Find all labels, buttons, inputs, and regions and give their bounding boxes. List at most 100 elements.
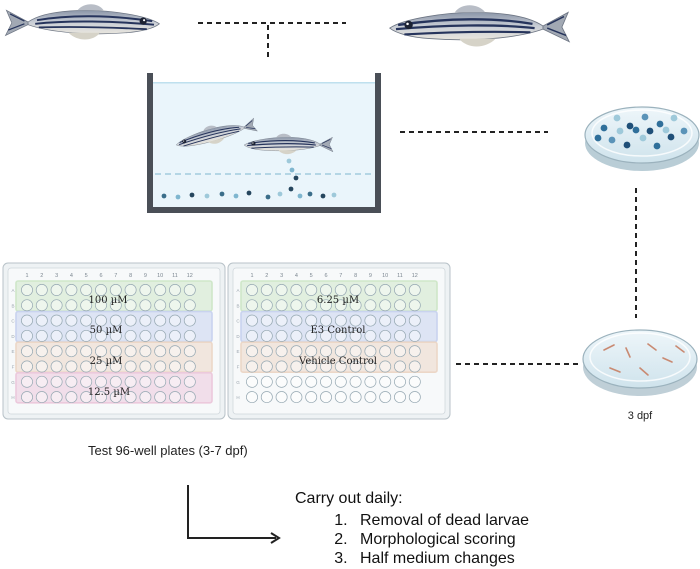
well <box>379 375 392 388</box>
well <box>124 329 137 342</box>
well <box>154 314 167 327</box>
embryo <box>639 134 647 142</box>
well <box>21 284 33 296</box>
well <box>35 391 48 404</box>
well <box>305 391 318 404</box>
row-letter: B <box>236 303 239 308</box>
well <box>334 284 347 296</box>
well <box>394 299 406 312</box>
egg <box>277 191 283 197</box>
egg <box>286 158 292 164</box>
well <box>154 345 167 358</box>
well <box>50 391 63 404</box>
well <box>109 299 122 312</box>
well <box>50 345 63 358</box>
well <box>65 314 78 327</box>
group-label: Vehicle Control <box>299 356 377 367</box>
well <box>95 345 107 358</box>
well <box>290 391 303 404</box>
well <box>320 391 332 404</box>
well <box>246 284 258 296</box>
column-number: 4 <box>70 273 73 279</box>
well <box>154 391 167 404</box>
embryo <box>626 122 634 130</box>
well <box>124 314 137 327</box>
well <box>290 284 303 296</box>
well <box>408 360 421 373</box>
well <box>364 284 377 296</box>
well <box>183 329 196 342</box>
petri-dish-larvae <box>582 329 698 396</box>
well <box>290 345 303 358</box>
well <box>246 345 258 358</box>
column-number: 2 <box>265 273 268 279</box>
well <box>408 391 421 404</box>
well <box>80 375 93 388</box>
row-letter: H <box>236 395 239 400</box>
row-letter: E <box>11 349 14 354</box>
well <box>334 375 347 388</box>
column-number: 11 <box>172 273 178 279</box>
well <box>260 299 273 312</box>
well <box>50 284 63 296</box>
well <box>124 375 137 388</box>
well <box>80 391 93 404</box>
column-number: 3 <box>55 273 58 279</box>
well <box>364 345 377 358</box>
egg <box>189 192 195 198</box>
well <box>290 360 303 373</box>
well <box>109 360 122 373</box>
well <box>305 375 318 388</box>
well <box>50 360 63 373</box>
well <box>260 284 273 296</box>
well <box>260 391 273 404</box>
row-letter: D <box>236 334 240 339</box>
well <box>408 299 421 312</box>
well <box>183 299 196 312</box>
well <box>183 391 196 404</box>
egg <box>293 175 299 181</box>
well <box>154 284 167 296</box>
group-label: 6.25 µM <box>316 295 360 306</box>
well <box>50 314 63 327</box>
well <box>394 375 406 388</box>
well <box>21 375 33 388</box>
well <box>183 314 196 327</box>
embryo <box>594 134 602 142</box>
well <box>80 284 93 296</box>
well <box>320 299 332 312</box>
well <box>169 314 181 327</box>
daily-steps-list: Removal of dead larvae Morphological sco… <box>322 511 529 568</box>
column-number: 4 <box>295 273 298 279</box>
embryo <box>670 114 678 122</box>
well <box>139 329 152 342</box>
row-letter: E <box>236 349 239 354</box>
well <box>305 314 318 327</box>
well <box>334 329 347 342</box>
fertilized-eggs <box>161 158 337 200</box>
well <box>65 284 78 296</box>
well <box>364 391 377 404</box>
well <box>349 360 362 373</box>
well <box>290 375 303 388</box>
embryo <box>600 124 608 132</box>
well <box>35 314 48 327</box>
egg <box>297 193 303 199</box>
well <box>408 345 421 358</box>
dish-caption: 3 dpf <box>627 410 653 422</box>
well <box>154 360 167 373</box>
well <box>275 360 288 373</box>
well <box>379 329 392 342</box>
well <box>95 329 107 342</box>
treatment-group <box>240 341 438 374</box>
well <box>35 299 48 312</box>
adult-zebrafish-left <box>4 3 161 41</box>
well <box>139 345 152 358</box>
well <box>21 391 33 404</box>
well <box>408 314 421 327</box>
egg <box>219 191 225 197</box>
well <box>124 299 137 312</box>
egg <box>246 190 252 196</box>
column-number: 9 <box>369 273 372 279</box>
